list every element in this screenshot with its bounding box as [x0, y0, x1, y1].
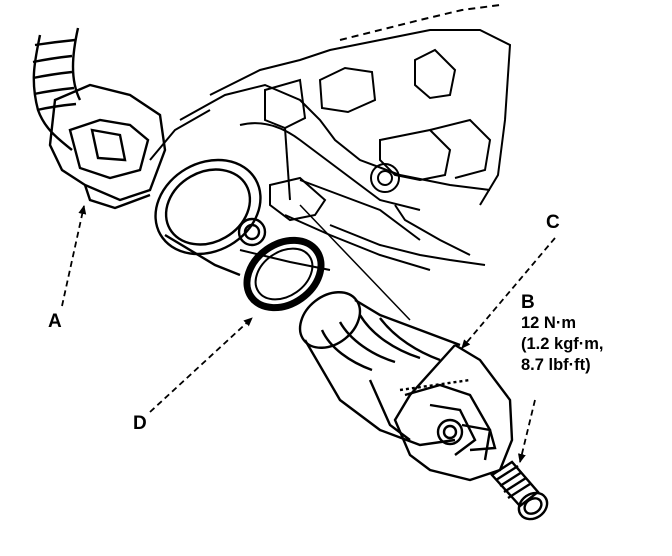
housing-port	[154, 158, 267, 277]
leader-c	[461, 237, 556, 349]
sensor-assembly	[298, 291, 514, 482]
leader-lines	[61, 205, 556, 463]
leader-d	[149, 317, 253, 413]
torque-spec-line-2: (1.2 kgf·m,	[521, 335, 604, 353]
callout-b: B	[521, 292, 535, 313]
torque-spec-line-3: 8.7 lbf·ft)	[521, 356, 591, 374]
leader-a	[61, 205, 87, 307]
torque-spec-line-1: 12 N·m	[521, 314, 577, 332]
mounting-bolt	[490, 460, 549, 521]
callout-a: A	[48, 311, 62, 332]
electrical-connector	[32, 27, 167, 210]
callout-c: C	[546, 212, 560, 233]
leader-b	[517, 399, 536, 463]
o-ring	[243, 236, 325, 312]
callout-d: D	[133, 413, 147, 434]
